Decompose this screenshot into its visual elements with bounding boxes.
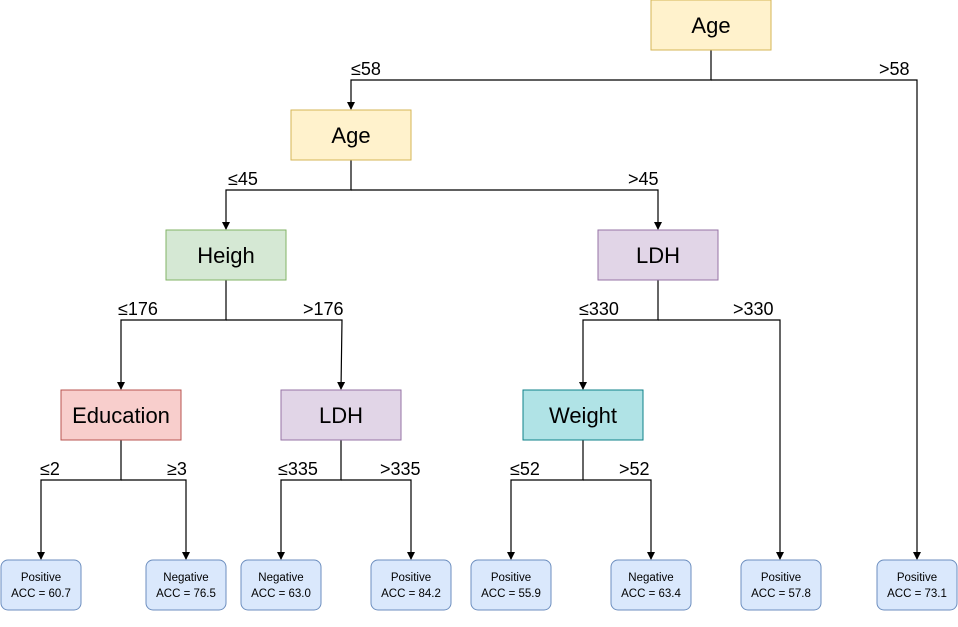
edge-label-height-right: >176 (303, 299, 344, 319)
leaf-acc: ACC = 76.5 (156, 588, 216, 600)
node-label: Heigh (197, 243, 254, 268)
leaf-acc: ACC = 55.9 (481, 588, 541, 600)
node-label: Weight (549, 403, 617, 428)
node-label: Age (331, 123, 370, 148)
node-weight: Weight (522, 389, 644, 441)
edge-label-ldh-right: >330 (733, 299, 774, 319)
edge-label-age-right: >45 (628, 169, 659, 189)
edge-ldh2-right (341, 479, 415, 560)
leaf-class: Negative (258, 572, 303, 584)
edge-label-height-left: ≤176 (118, 299, 158, 319)
edge-label-ldh2-left: ≤335 (278, 459, 318, 479)
edge-root-left (347, 50, 712, 110)
edge-labels: ≤58 >58 ≤45 >45 ≤176 >176 ≤330 >330 ≤2 ≥… (40, 59, 910, 479)
node-label: LDH (319, 403, 363, 428)
node-ldh-330: LDH (597, 229, 719, 281)
edge-ldh2-left (277, 440, 342, 560)
edge-height-right (226, 319, 346, 390)
edge-label-weight-right: >52 (619, 459, 650, 479)
node-ldh-335: LDH (280, 389, 402, 441)
leaf-acc: ACC = 63.0 (251, 588, 311, 600)
leaf-node: Negative ACC = 76.5 (145, 559, 227, 611)
leaf-node: Negative ACC = 63.4 (610, 559, 692, 611)
edge-ldh-right (658, 319, 784, 560)
node-label: Age (691, 13, 730, 38)
edge-height-left (117, 280, 227, 390)
leaf-class: Positive (897, 572, 937, 584)
leaf-acc: ACC = 73.1 (887, 588, 947, 600)
node-label: Education (72, 403, 170, 428)
leaf-acc: ACC = 63.4 (621, 588, 681, 600)
leaf-class: Negative (628, 572, 673, 584)
edge-label-edu-right: ≥3 (167, 459, 187, 479)
node-age: Age (290, 109, 412, 161)
edge-label-ldh2-right: >335 (380, 459, 421, 479)
leaf-acc: ACC = 84.2 (381, 588, 441, 600)
leaf-node: Positive ACC = 55.9 (470, 559, 552, 611)
edge-label-weight-left: ≤52 (510, 459, 540, 479)
leaf-acc: ACC = 60.7 (11, 588, 71, 600)
edge-label-root-left: ≤58 (351, 59, 381, 79)
edge-root-right (711, 79, 921, 560)
node-label: LDH (636, 243, 680, 268)
edge-ldh-left (579, 280, 659, 390)
leaf-class: Positive (491, 572, 531, 584)
node-education: Education (60, 389, 182, 441)
leaf-node: Positive ACC = 57.8 (740, 559, 822, 611)
leaf-acc: ACC = 57.8 (751, 588, 811, 600)
edge-label-edu-left: ≤2 (40, 459, 60, 479)
leaf-class: Negative (163, 572, 208, 584)
leaf-node: Positive ACC = 73.1 (876, 559, 958, 611)
edge-age-right (351, 189, 662, 230)
edge-weight-left (507, 440, 584, 560)
edge-edu-right (121, 479, 190, 560)
edge-label-ldh-left: ≤330 (579, 299, 619, 319)
edge-label-age-left: ≤45 (228, 169, 258, 189)
leaf-node: Negative ACC = 63.0 (240, 559, 322, 611)
leaves: Positive ACC = 60.7 Negative ACC = 76.5 … (0, 559, 958, 611)
edge-age-left (222, 160, 352, 230)
leaf-node: Positive ACC = 84.2 (370, 559, 452, 611)
node-height: Heigh (165, 229, 287, 281)
edge-weight-right (583, 479, 655, 560)
leaf-class: Positive (761, 572, 801, 584)
node-root-age: Age (650, 0, 772, 51)
leaf-class: Positive (391, 572, 431, 584)
edge-label-root-right: >58 (879, 59, 910, 79)
edge-edu-left (37, 440, 122, 560)
leaf-node: Positive ACC = 60.7 (0, 559, 82, 611)
edges (37, 50, 921, 560)
leaf-class: Positive (21, 572, 61, 584)
